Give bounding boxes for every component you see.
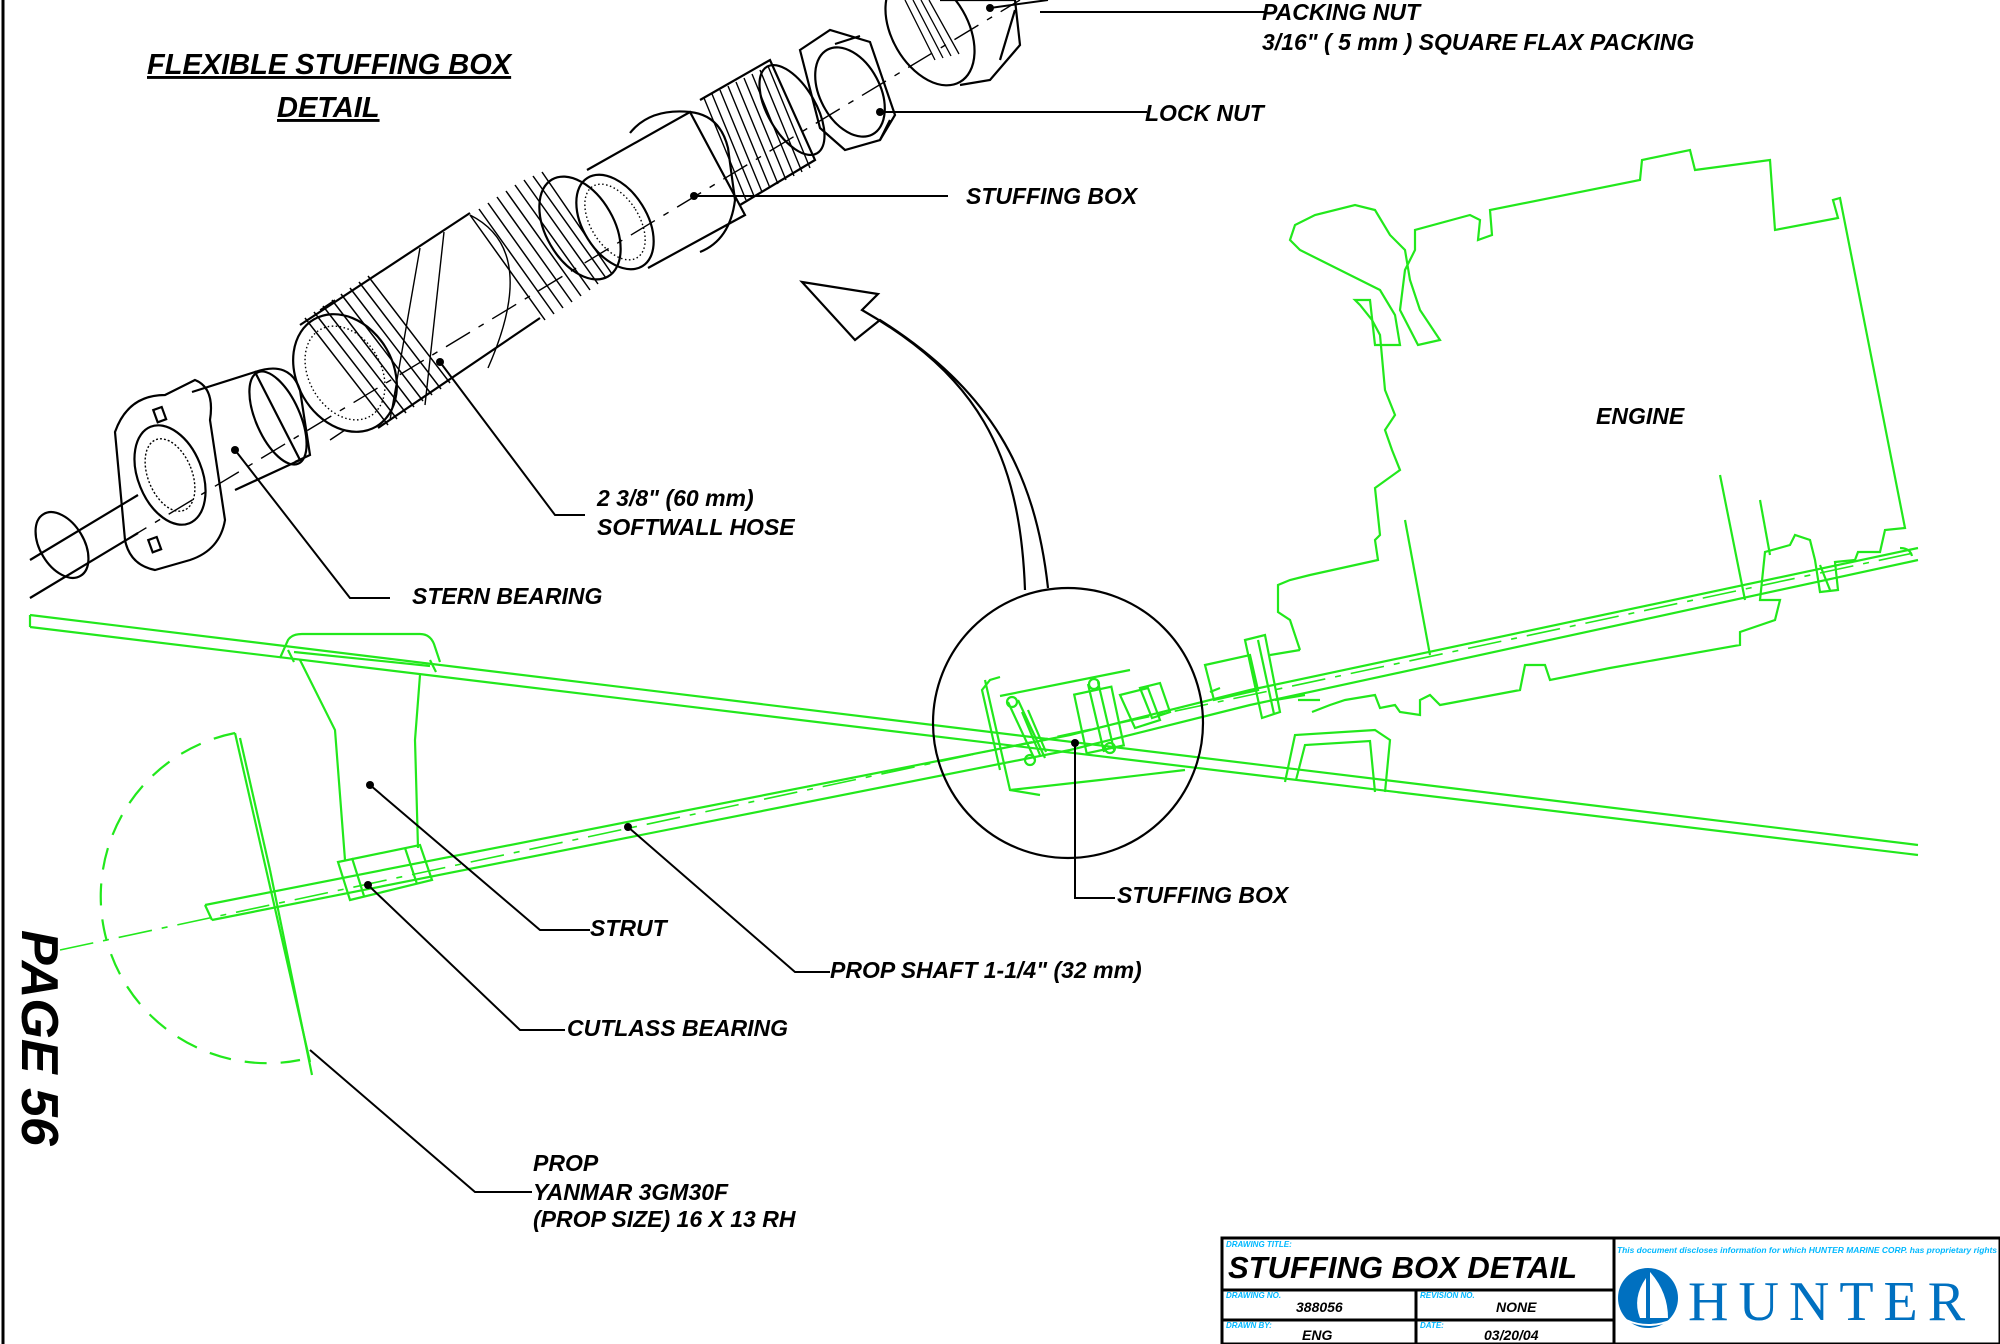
label-prop-line3: (PROP SIZE) 16 X 13 RH: [533, 1206, 796, 1232]
tb-revision-caption: REVISION NO.: [1420, 1291, 1475, 1300]
exploded-shaft-centerline: [29, 0, 1021, 599]
tb-drawing-no: 388056: [1296, 1299, 1343, 1315]
engine-bed: [1283, 728, 1392, 793]
label-flax-packing: 3/16" ( 5 mm ) SQUARE FLAX PACKING: [1262, 29, 1694, 55]
detail-title-line1: FLEXIBLE STUFFING BOX: [147, 49, 513, 81]
tb-company-name: HUNTER: [1688, 1271, 1975, 1333]
label-prop-line1: PROP: [533, 1150, 599, 1176]
label-strut: STRUT: [590, 915, 669, 941]
hunter-logo: [1618, 1268, 1678, 1328]
detail-callout-circle: [931, 586, 1205, 860]
label-hose-size: 2 3/8" (60 mm): [596, 485, 754, 511]
stern-bearing-flange: [113, 367, 312, 572]
tb-drawing-no-caption: DRAWING NO.: [1226, 1291, 1281, 1300]
inboard-stuffing-box: [980, 668, 1186, 797]
label-lock-nut: LOCK NUT: [1145, 100, 1266, 126]
tb-drawing-title: STUFFING BOX DETAIL: [1228, 1250, 1577, 1285]
engine-outline: [1276, 148, 1907, 717]
packing-nut: [884, 0, 1022, 87]
cutlass-bearing: [336, 843, 434, 902]
label-packing-nut: PACKING NUT: [1262, 0, 1422, 25]
detail-title-line2: DETAIL: [277, 92, 380, 124]
label-engine: ENGINE: [1596, 403, 1685, 429]
shaft-coupling: [1203, 633, 1306, 720]
tb-date: 03/20/04: [1484, 1327, 1539, 1343]
leader-dots: [231, 4, 1079, 889]
title-block: DRAWING TITLE: STUFFING BOX DETAIL DRAWI…: [1220, 1236, 2000, 1344]
tb-revision: NONE: [1496, 1299, 1537, 1315]
label-stern-bearing: STERN BEARING: [412, 583, 603, 609]
tb-proprietary-notice: This document discloses information for …: [1617, 1246, 1998, 1255]
label-stuffing-box-top: STUFFING BOX: [966, 183, 1139, 209]
tb-drawn-by-caption: DRAWN BY:: [1226, 1321, 1272, 1330]
label-prop-shaft: PROP SHAFT 1-1/4" (32 mm): [830, 957, 1142, 983]
propeller: [99, 731, 314, 1076]
label-prop-line2: YANMAR 3GM30F: [533, 1179, 729, 1205]
softwall-hose: [292, 171, 622, 441]
lock-nut: [798, 28, 897, 152]
detail-callout-arrow: [799, 280, 1050, 591]
strut: [299, 659, 422, 861]
tb-drawn-by: ENG: [1302, 1327, 1332, 1343]
label-stuffing-box-bottom: STUFFING BOX: [1117, 882, 1290, 908]
stuffing-box-body: [575, 58, 826, 271]
prop-shaft: [59, 546, 1919, 951]
tb-date-caption: DATE:: [1420, 1321, 1444, 1330]
leader-lines: [234, 0, 1265, 1193]
label-hose-name: SOFTWALL HOSE: [597, 514, 795, 540]
page-label: PAGE 56: [10, 930, 68, 1147]
label-cutlass-bearing: CUTLASS BEARING: [567, 1015, 788, 1041]
hull-profile: [28, 613, 1919, 857]
tb-drawing-title-caption: DRAWING TITLE:: [1226, 1240, 1292, 1249]
